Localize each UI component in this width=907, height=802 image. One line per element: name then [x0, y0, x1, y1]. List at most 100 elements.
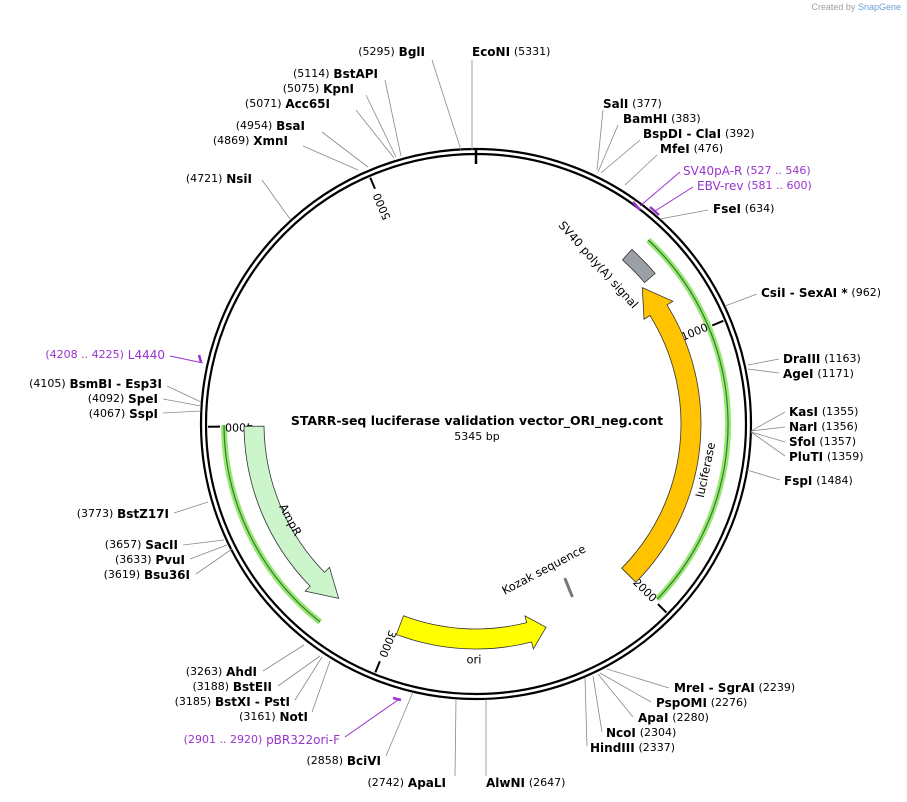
enzyme-site-mfei[interactable]: MfeI (476)	[660, 142, 723, 156]
enzyme-site-fspi[interactable]: FspI (1484)	[784, 474, 853, 488]
scale-tick	[711, 319, 724, 327]
scale-tick	[374, 660, 381, 673]
primer-site-mark	[649, 206, 660, 216]
enzyme-site-spei[interactable]: (4092) SpeI	[88, 392, 158, 406]
enzyme-site-apai[interactable]: ApaI (2280)	[638, 711, 709, 725]
enzyme-site-pspomi[interactable]: PspOMI (2276)	[656, 696, 747, 710]
enzyme-site-nari[interactable]: NarI (1356)	[789, 420, 858, 434]
enzyme-site-bstxi[interactable]: (3185) BstXI - PstI	[175, 695, 290, 709]
enzyme-leader-line	[189, 544, 228, 560]
enzyme-site-bamhi[interactable]: BamHI (383)	[623, 112, 701, 126]
enzyme-name: Acc65I	[285, 97, 330, 111]
enzyme-site-xmni[interactable]: (4869) XmnI	[213, 134, 288, 148]
enzyme-leader-line	[182, 539, 225, 546]
primer-range: (527 .. 546)	[746, 164, 811, 177]
enzyme-position: (2304)	[640, 726, 677, 739]
enzyme-site-acc65i[interactable]: (5071) Acc65I	[245, 97, 330, 111]
enzyme-site-sspi[interactable]: (4067) SspI	[89, 407, 158, 421]
enzyme-site-csii[interactable]: CsiI - SexAI * (962)	[761, 286, 881, 300]
enzyme-name: ApaLI	[408, 776, 446, 790]
enzyme-leader-line	[261, 179, 291, 220]
enzyme-position: (1484)	[816, 474, 853, 487]
primer-sv40pa-r[interactable]: SV40pA-R (527 .. 546)	[683, 164, 811, 178]
enzyme-site-bsteii[interactable]: (3188) BstEII	[192, 680, 272, 694]
enzyme-name: BciVI	[347, 754, 381, 768]
enzyme-site-pluti[interactable]: PluTI (1359)	[789, 450, 864, 464]
primer-name: SV40pA-R	[683, 164, 742, 178]
enzyme-name: EcoNI	[472, 45, 510, 59]
enzyme-leader-line	[321, 131, 369, 168]
enzyme-name: AgeI	[783, 367, 813, 381]
luciferase-arrow[interactable]	[621, 287, 702, 583]
primer-site-mark	[632, 201, 641, 211]
enzyme-site-sali[interactable]: SalI (377)	[603, 97, 662, 111]
enzyme-site-mrei[interactable]: MreI - SgrAI (2239)	[674, 681, 795, 695]
enzyme-site-econi[interactable]: EcoNI (5331)	[472, 45, 550, 59]
enzyme-site-ncoi[interactable]: NcoI (2304)	[606, 726, 676, 740]
feature-sv40[interactable]	[621, 248, 656, 284]
enzyme-site-kasi[interactable]: KasI (1355)	[789, 405, 858, 419]
primer-range: (4208 .. 4225)	[45, 348, 124, 361]
enzyme-leader-line	[724, 293, 758, 307]
enzyme-leader-line	[355, 109, 395, 159]
enzyme-site-hindiii[interactable]: HindIII (2337)	[590, 741, 675, 755]
enzyme-leader-line	[659, 209, 709, 220]
feature-label-kozak: Kozak sequence	[499, 542, 588, 598]
enzyme-site-sacii[interactable]: (3657) SacII	[105, 538, 178, 552]
primer-name: pBR322ori-F	[266, 733, 340, 747]
enzyme-name: NcoI	[606, 726, 636, 740]
primer-pbr322ori-f[interactable]: (2901 .. 2920) pBR322ori-F	[184, 733, 340, 747]
enzyme-site-ahdi[interactable]: (3263) AhdI	[186, 665, 257, 679]
enzyme-leader-line	[195, 548, 233, 575]
enzyme-site-alwni[interactable]: AlwNI (2647)	[486, 776, 565, 790]
enzyme-position: (962)	[851, 286, 881, 299]
enzyme-site-pvui[interactable]: (3633) PvuI	[115, 553, 185, 567]
feature-luciferase[interactable]	[621, 287, 702, 583]
ampr-arrow[interactable]	[243, 425, 340, 599]
enzyme-name: KpnI	[323, 82, 354, 96]
enzyme-site-bspdi[interactable]: BspDI - ClaI (392)	[643, 127, 755, 141]
enzyme-site-bstz17i[interactable]: (3773) BstZ17I	[77, 507, 169, 521]
enzyme-leader-line	[596, 109, 604, 171]
primer-l4440[interactable]: (4208 .. 4225) L4440	[45, 348, 165, 362]
enzyme-position: (3657)	[105, 538, 142, 551]
primer-binding-arc-line	[647, 239, 729, 600]
enzyme-leader-line	[597, 124, 619, 173]
feature-ori[interactable]	[395, 615, 547, 650]
enzyme-position: (3185)	[175, 695, 212, 708]
enzyme-position: (5071)	[245, 97, 282, 110]
enzyme-leader-line	[750, 431, 786, 443]
enzyme-site-bsmbi[interactable]: (4105) BsmBI - Esp3I	[29, 377, 162, 391]
enzyme-site-bcivi[interactable]: (2858) BciVI	[306, 754, 381, 768]
enzyme-site-noti[interactable]: (3161) NotI	[239, 710, 308, 724]
enzyme-site-draiii[interactable]: DraIII (1163)	[783, 352, 861, 366]
enzyme-site-bstapi[interactable]: (5114) BstAPI	[293, 67, 378, 81]
sv40-box[interactable]	[621, 248, 656, 284]
enzyme-site-apali[interactable]: (2742) ApaLI	[368, 776, 447, 790]
feature-ampr[interactable]	[243, 425, 340, 599]
enzyme-site-bsai[interactable]: (4954) BsaI	[236, 119, 305, 133]
ori-arrow[interactable]	[395, 615, 547, 650]
enzyme-site-bsu36i[interactable]: (3619) Bsu36I	[104, 568, 190, 582]
enzyme-name: MfeI	[660, 142, 690, 156]
enzyme-site-kpni[interactable]: (5075) KpnI	[283, 82, 354, 96]
enzyme-site-bgli[interactable]: (5295) BglI	[358, 45, 425, 59]
scale-tick-label: 5000	[371, 191, 394, 222]
enzyme-site-fsei[interactable]: FseI (634)	[713, 202, 774, 216]
primer-ebv-rev[interactable]: EBV-rev (581 .. 600)	[697, 179, 812, 193]
enzyme-name: NarI	[789, 420, 818, 434]
enzyme-site-agei[interactable]: AgeI (1171)	[783, 367, 854, 381]
primer-site-mark	[197, 354, 203, 363]
kozak-mark[interactable]	[563, 577, 574, 598]
enzyme-position: (1171)	[817, 367, 854, 380]
enzyme-site-sfoi[interactable]: SfoI (1357)	[789, 435, 856, 449]
site-labels: EcoNI (5331)(5295) BglI(5114) BstAPI(507…	[29, 45, 881, 790]
enzyme-position: (2239)	[759, 681, 796, 694]
enzyme-position: (5075)	[283, 82, 320, 95]
enzyme-position: (1163)	[824, 352, 861, 365]
enzyme-name: ApaI	[638, 711, 668, 725]
enzyme-leader-line	[606, 668, 670, 689]
feature-kozak[interactable]	[563, 577, 574, 598]
enzyme-position: (5331)	[514, 45, 551, 58]
enzyme-site-nsii[interactable]: (4721) NsiI	[186, 172, 252, 186]
